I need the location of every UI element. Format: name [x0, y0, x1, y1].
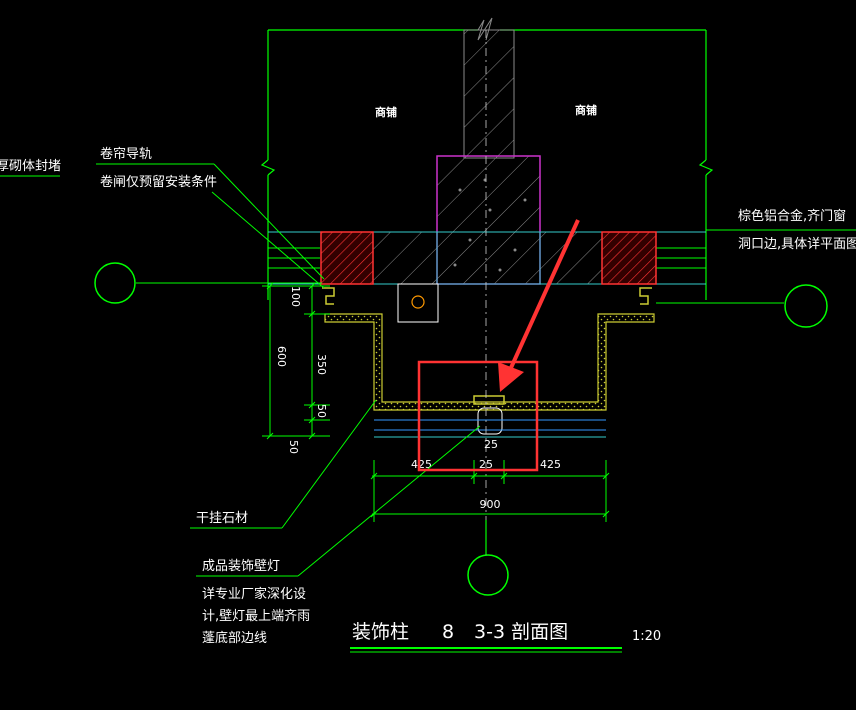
ground-lines	[374, 419, 606, 438]
dim-900: 900	[480, 498, 501, 511]
left-note-line2: 卷闸仅预留安装条件	[100, 174, 217, 190]
wall-band	[268, 231, 706, 285]
dim-50-b: 50	[287, 440, 300, 454]
highlight-box	[417, 360, 539, 472]
left-cut-text: 厚砌体封堵	[0, 159, 61, 174]
right-note-line2: 洞口边,具体详平面图	[738, 237, 856, 252]
dim-50-a: 50	[315, 404, 328, 418]
shutter-guide-right	[639, 287, 652, 305]
shutter-guide-left	[322, 287, 335, 305]
axis-bubble-right	[784, 284, 828, 328]
room-label-right: 商铺	[575, 103, 597, 117]
dim-425-right: 425	[540, 458, 561, 471]
dim-25-top: 25	[484, 438, 498, 451]
red-block-right	[601, 231, 657, 285]
axis-bubble-bottom	[467, 554, 509, 596]
dim-25-mid: 25	[479, 458, 493, 471]
title-number: 8	[442, 621, 454, 643]
dry-stone-label: 干挂石材	[196, 511, 248, 526]
title-name: 装饰柱	[352, 621, 409, 643]
axis-bubble-left	[94, 262, 136, 304]
highlight-arrow	[498, 219, 580, 392]
lamp-note-2: 计,壁灯最上端齐雨	[202, 608, 310, 624]
wall-lamp	[473, 395, 505, 435]
wall-frame	[260, 29, 714, 300]
dim-350: 350	[315, 354, 328, 375]
dim-600: 600	[275, 346, 288, 367]
lamp-title: 成品装饰壁灯	[202, 559, 280, 574]
title-scale: 1:20	[632, 629, 661, 644]
lamp-note-1: 详专业厂家深化设	[202, 586, 306, 602]
dim-100: 100	[289, 286, 302, 307]
dim-425-left: 425	[411, 458, 432, 471]
dry-stone-leader	[190, 399, 377, 529]
central-column	[436, 17, 541, 285]
stone-cladding	[324, 313, 655, 411]
red-block-left	[320, 231, 374, 285]
vertical-dimensions	[262, 282, 330, 440]
bracket	[397, 283, 439, 323]
right-note-line1: 棕色铝合金,齐门窗	[738, 208, 846, 224]
title-section: 3-3 剖面图	[474, 621, 568, 643]
lamp-leader	[196, 425, 481, 577]
left-leader	[0, 163, 325, 289]
title-block	[350, 647, 622, 653]
room-label-left: 商铺	[375, 105, 397, 119]
lamp-note-3: 蓬底部边线	[202, 630, 267, 646]
left-note-line1: 卷帘导轨	[100, 146, 152, 162]
horizontal-axis	[136, 282, 784, 304]
